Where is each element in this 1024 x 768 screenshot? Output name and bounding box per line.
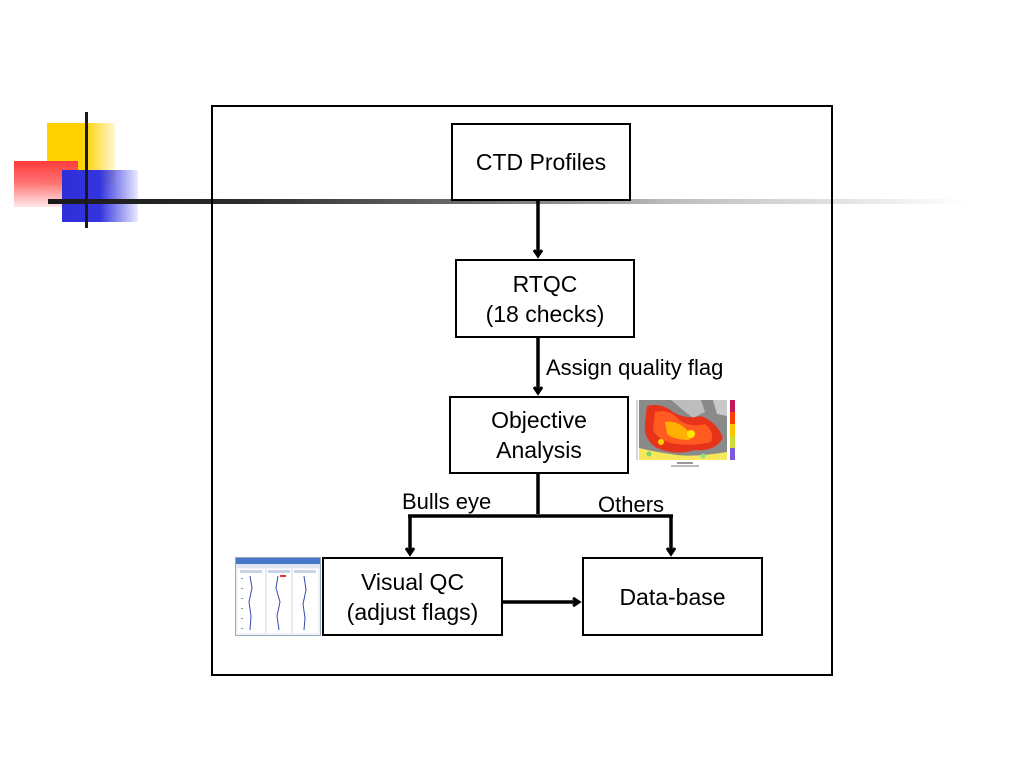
ornament-blue-square xyxy=(62,170,138,222)
node-ctd-profiles-label: CTD Profiles xyxy=(475,149,607,175)
ornament-vertical-line xyxy=(85,112,88,228)
objective-analysis-map-thumbnail xyxy=(631,398,739,468)
diagram-frame xyxy=(211,105,833,676)
node-visual-qc: Visual QC (adjust flags) xyxy=(322,557,503,636)
node-objective-line-1: Objective xyxy=(491,407,587,433)
node-database: Data-base xyxy=(582,557,763,636)
node-ctd-profiles: CTD Profiles xyxy=(451,123,631,201)
edge-label-bulls-eye: Bulls eye xyxy=(402,489,492,514)
ornament-horizontal-line xyxy=(48,199,968,204)
node-rtqc-line-1: RTQC xyxy=(512,270,578,297)
node-rtqc-line-2: (18 checks) xyxy=(485,300,605,327)
node-objective-analysis: Objective Analysis xyxy=(449,396,629,474)
edge-label-assign-quality-flag: Assign quality flag xyxy=(546,355,724,380)
visual-qc-software-thumbnail xyxy=(235,557,321,636)
node-visual-qc-line-1: Visual QC xyxy=(360,568,465,595)
node-database-label: Data-base xyxy=(619,583,726,610)
node-visual-qc-line-2: (adjust flags) xyxy=(346,598,479,625)
edge-label-others: Others xyxy=(598,492,665,517)
node-objective-line-2: Analysis xyxy=(496,437,582,463)
node-rtqc: RTQC (18 checks) xyxy=(455,259,635,338)
